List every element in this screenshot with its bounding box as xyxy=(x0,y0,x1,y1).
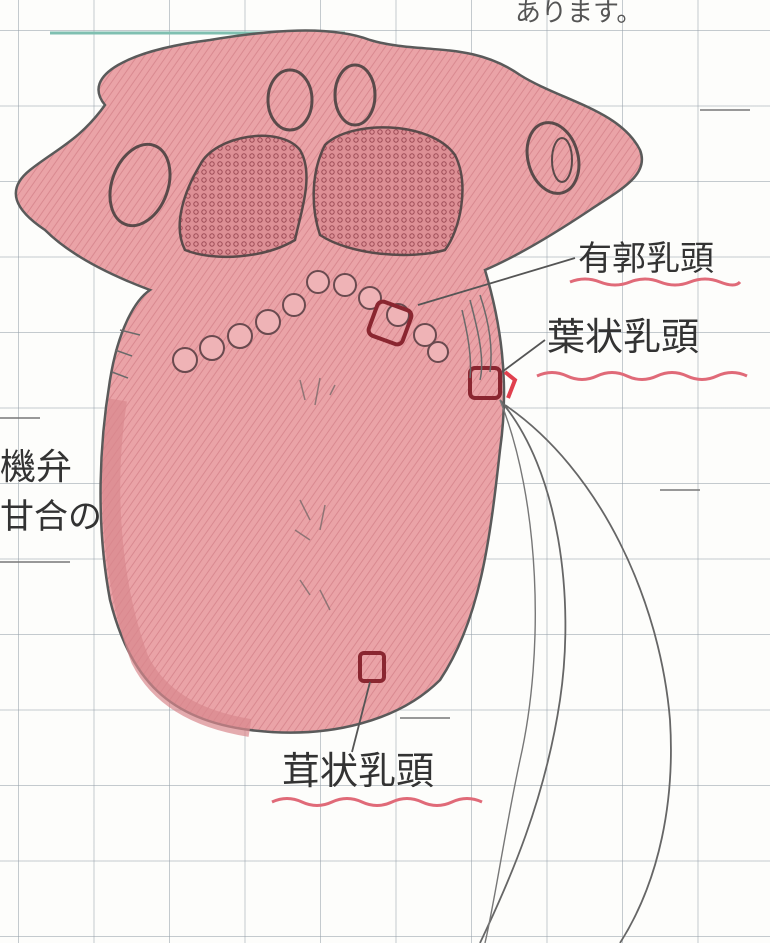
tongue-outline xyxy=(16,31,642,733)
label-circumvallate-papillae: 有郭乳頭 xyxy=(578,242,714,276)
label-fungiform-papillae: 茸状乳頭 xyxy=(282,752,434,790)
left-fragment-text-1: 機弁 xyxy=(0,450,72,486)
nerve-line-2 xyxy=(505,405,671,943)
top-note-text: あります。 xyxy=(515,0,642,26)
foliate-red-edge xyxy=(505,372,515,398)
underline-circumvallate xyxy=(570,279,740,285)
left-fragment-text-2: 甘合の xyxy=(0,500,102,534)
palatine-tonsil-right xyxy=(314,127,463,255)
label-foliate-papillae: 葉状乳頭 xyxy=(547,318,699,356)
leader-foliate xyxy=(502,340,545,372)
underline-foliate xyxy=(537,373,747,380)
underline-fungiform xyxy=(272,799,482,806)
